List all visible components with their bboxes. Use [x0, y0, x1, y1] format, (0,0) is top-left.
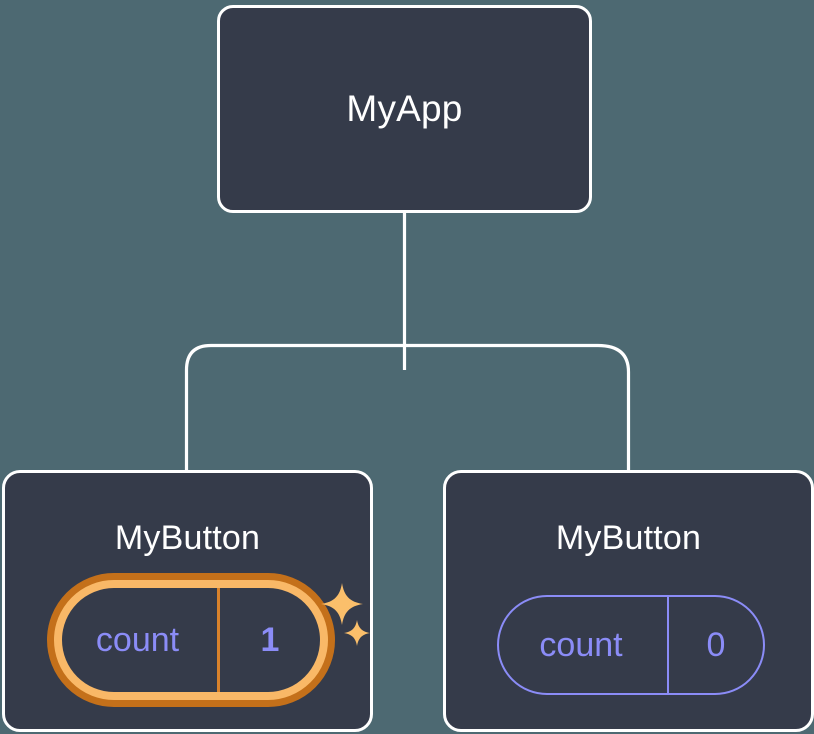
connector-branch-bar	[184, 343, 631, 472]
state-value-label: 1	[217, 588, 320, 692]
state-key-label: count	[95, 620, 180, 659]
tree-node-myapp[interactable]: MyApp	[217, 5, 592, 213]
tree-node-mybutton-left[interactable]: MyButton count 1	[2, 470, 373, 732]
state-pill-highlighted-wrap: count 1	[47, 573, 370, 707]
state-pill-inner: count 1	[62, 588, 320, 692]
tree-node-mybutton-right[interactable]: MyButton count 0	[443, 470, 814, 732]
sparkle-icon	[344, 620, 370, 646]
state-pill-plain-wrap: count 0	[497, 595, 765, 695]
node-title: MyApp	[346, 88, 463, 129]
state-key-label: count	[539, 625, 623, 664]
state-pill[interactable]: count 1	[47, 573, 335, 707]
node-title: MyButton	[114, 519, 261, 557]
state-pill[interactable]: count 0	[497, 595, 765, 695]
node-title: MyButton	[555, 519, 702, 557]
state-value-label: 0	[667, 597, 763, 693]
